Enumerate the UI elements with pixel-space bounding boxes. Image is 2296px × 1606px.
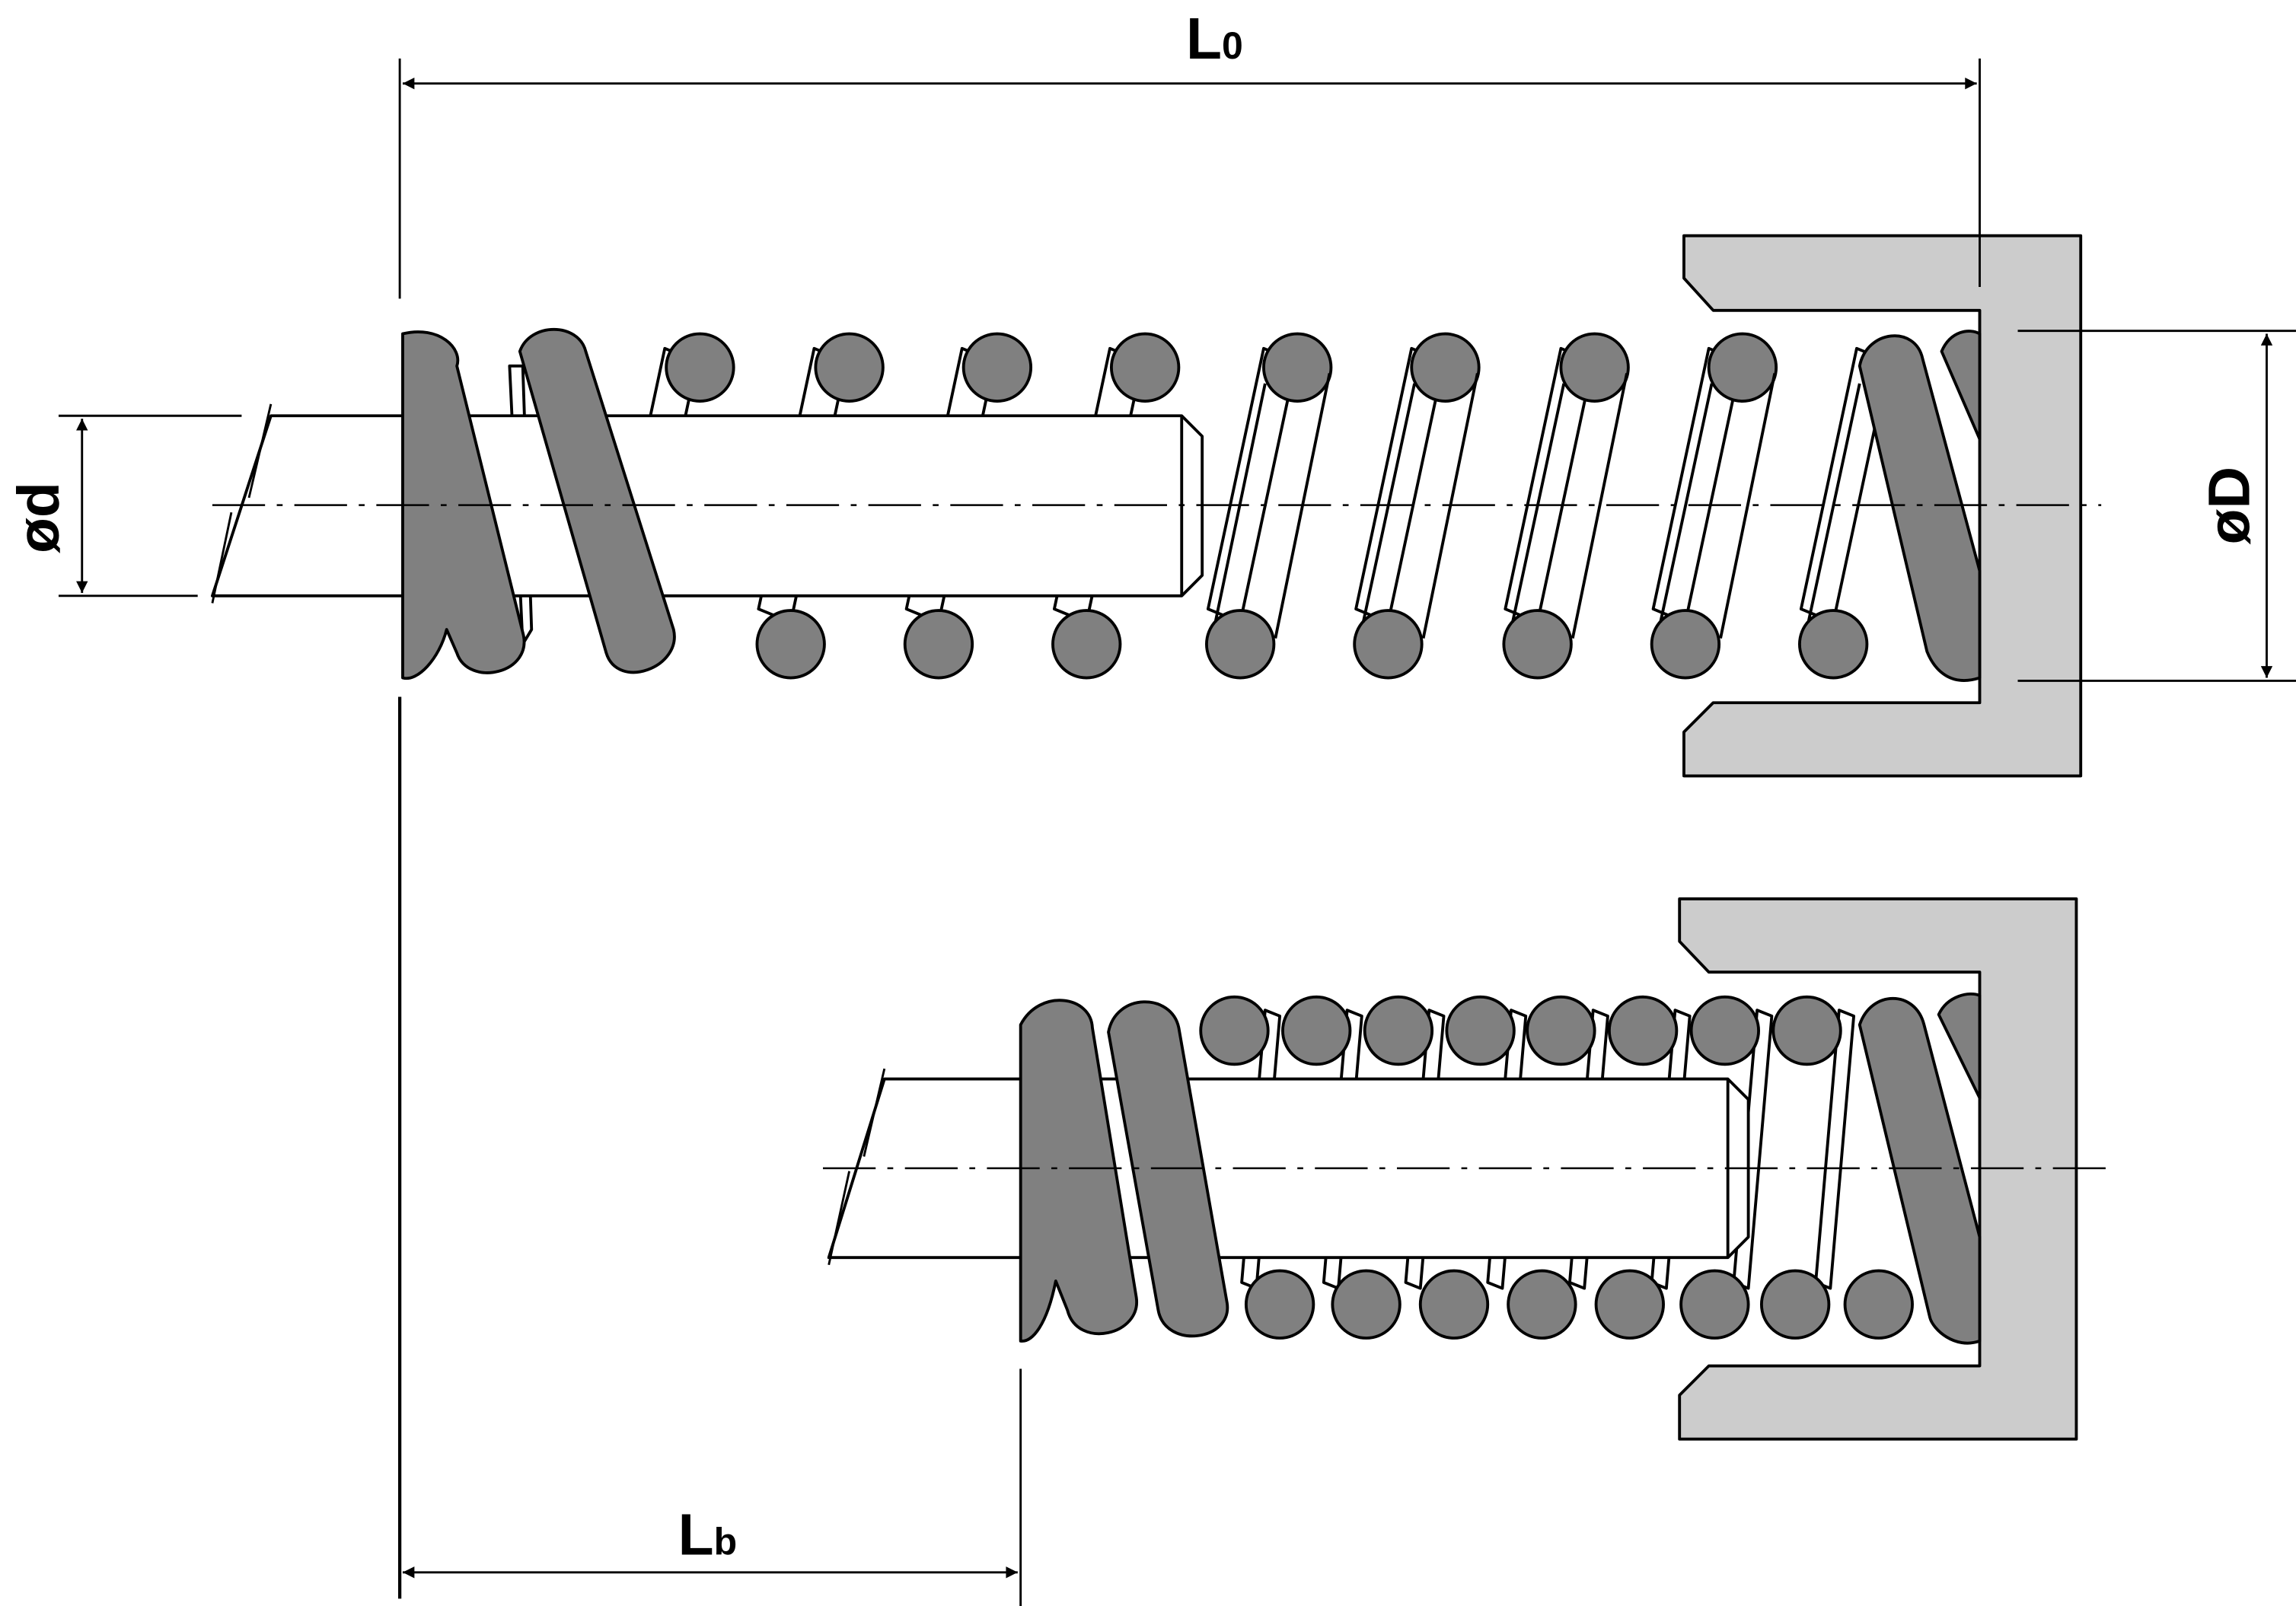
top-coil-upper: [665, 332, 1778, 403]
bottom-assembly: [827, 897, 2078, 1441]
rod-diameter-label: ød: [6, 482, 72, 553]
top-housing: [1682, 234, 2083, 778]
dimension-lines: [58, 58, 2296, 1606]
bore-diameter-label: øD: [2196, 467, 2262, 545]
center-lines: [212, 504, 2118, 1170]
top-coil-lower: [755, 609, 1869, 680]
compressed-length-label: Lb: [678, 1502, 738, 1568]
bottom-coil-lower: [1244, 1269, 1914, 1340]
free-length-label: L0: [1186, 6, 1243, 72]
bottom-coil-upper: [1199, 995, 1842, 1066]
